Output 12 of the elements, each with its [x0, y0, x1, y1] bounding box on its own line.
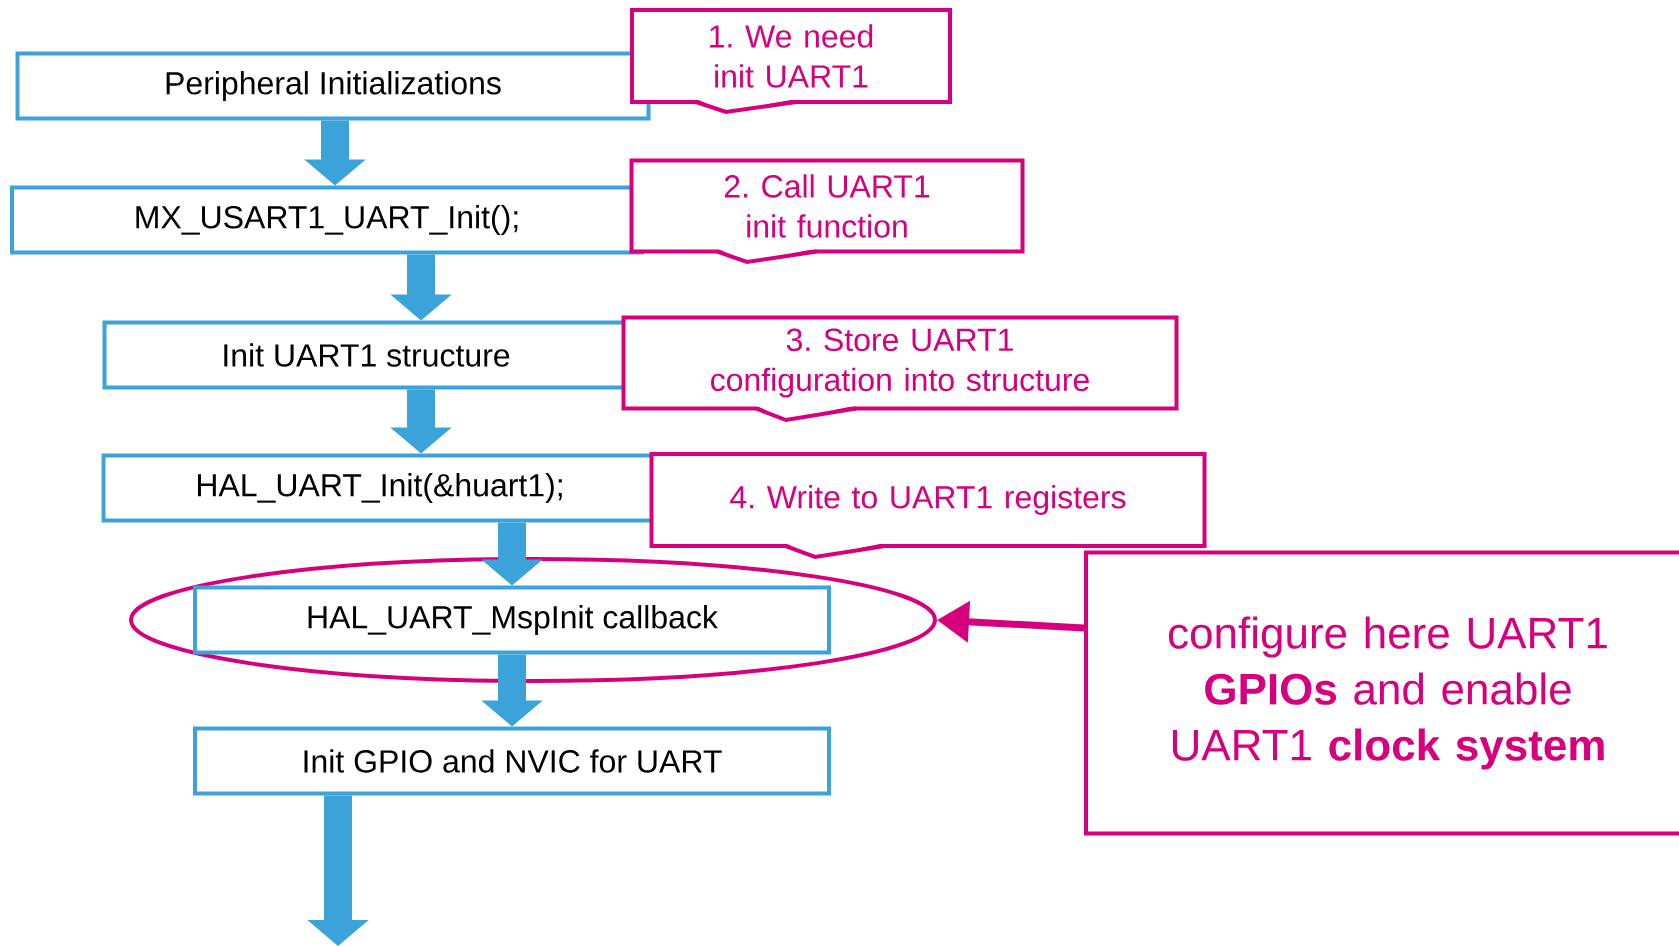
callout-box: 1. We need init UART1: [630, 8, 952, 115]
process-box: Init GPIO and NVIC for UART: [193, 726, 831, 796]
process-box: MX_USART1_UART_Init();: [10, 185, 644, 255]
callout-box: 4. Write to UART1 registers: [649, 452, 1207, 560]
callout-box: 2. Call UART1 init function: [629, 158, 1025, 265]
process-box: Init UART1 structure: [102, 320, 630, 390]
process-box: HAL_UART_Init(&huart1);: [101, 453, 659, 523]
process-box: Peripheral Initializations: [15, 51, 651, 121]
highlight-ellipse: [129, 557, 937, 683]
note-box: configure here UART1 GPIOs and enable UART1 clock system: [1084, 550, 1679, 836]
process-box: HAL_UART_MspInit callback: [193, 585, 831, 655]
callout-box: 3. Store UART1 configuration into structure: [621, 315, 1179, 423]
